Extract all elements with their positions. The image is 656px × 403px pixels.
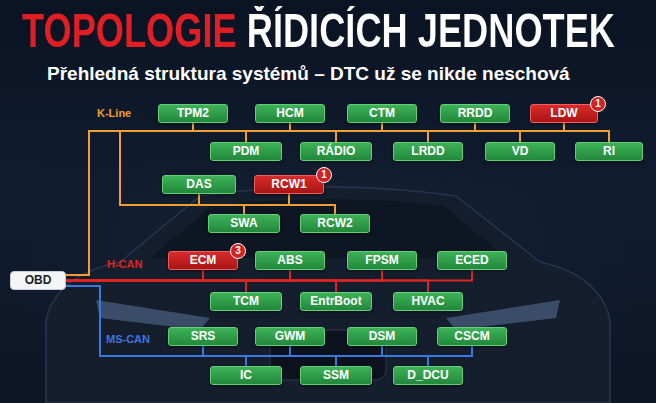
box-label: LDW <box>550 107 577 120</box>
ecu-box: GWM <box>255 327 325 346</box>
box-label: HCM <box>276 107 303 120</box>
box-label: HVAC <box>411 295 444 308</box>
bus-line <box>66 270 382 281</box>
bus-line <box>66 270 203 281</box>
callout-number: 1 <box>316 167 332 183</box>
ecu-box: HVAC <box>393 292 463 311</box>
bus-line <box>66 123 382 275</box>
box-label: RÁDIO <box>317 145 356 158</box>
connector-port-box: OBD <box>10 271 66 290</box>
ecu-box: ABS <box>255 251 325 270</box>
bus-line <box>66 131 336 275</box>
bus-line <box>66 131 335 275</box>
ecu-box: EntrBoot <box>300 292 372 311</box>
box-label: LRDD <box>411 145 444 158</box>
box-label: PDM <box>233 145 260 158</box>
ecu-box: SSM <box>300 366 372 385</box>
box-label: RI <box>603 145 615 158</box>
ecu-box: IC <box>210 366 282 385</box>
diagram-title: TOPOLOGIE ŘÍDICÍCH JEDNOTEK <box>22 6 615 54</box>
ecu-box: PDM <box>210 142 282 161</box>
bus-line <box>66 131 520 275</box>
ecu-box: RÁDIO <box>300 142 372 161</box>
ecu-box: TCM <box>210 292 282 311</box>
ecu-box: RCW2 <box>300 214 370 233</box>
callout-number: 3 <box>230 243 246 259</box>
bus-name: MS-CAN <box>106 333 150 346</box>
box-label: EntrBoot <box>310 295 361 308</box>
bus-line <box>66 286 472 356</box>
bus-name: H-CAN <box>107 258 142 271</box>
ecu-box: CSCM <box>437 327 507 346</box>
callout-number: 1 <box>590 96 606 112</box>
ecu-box: LDW <box>530 104 598 123</box>
ecu-box: RI <box>575 142 643 161</box>
ecu-box: FPSM <box>347 251 417 270</box>
box-label: SRS <box>191 330 216 343</box>
box-label: DSM <box>369 330 396 343</box>
bus-line <box>66 281 428 293</box>
box-label: ECED <box>455 254 488 267</box>
box-label: RRDD <box>458 107 493 120</box>
bus-line <box>66 123 475 275</box>
ecu-box: LRDD <box>393 142 463 161</box>
ecu-box: HCM <box>255 104 325 123</box>
box-label: IC <box>240 369 252 382</box>
bus-name: K-Line <box>97 107 131 120</box>
box-label: SWA <box>230 217 257 230</box>
bus-line <box>66 270 472 281</box>
box-label: ABS <box>277 254 302 267</box>
ecu-box: SRS <box>168 327 238 346</box>
bus-line <box>66 286 336 366</box>
ecu-box: VD <box>485 142 555 161</box>
box-label: VD <box>512 145 529 158</box>
bus-line <box>66 286 382 356</box>
box-label: CTM <box>369 107 395 120</box>
ecu-box: DAS <box>162 175 236 194</box>
box-label: OBD <box>25 274 52 287</box>
ecu-box: D_DCU <box>393 366 463 385</box>
bus-line <box>66 123 564 275</box>
box-label: DAS <box>186 178 211 191</box>
ecu-box: RRDD <box>440 104 510 123</box>
subtitle: Přehledná struktura systémů – DTC už se … <box>47 63 570 86</box>
box-label: RCW1 <box>271 178 306 191</box>
bus-line <box>66 286 428 366</box>
ecu-box: ECM <box>168 251 238 270</box>
box-label: RCW2 <box>317 217 352 230</box>
box-label: FPSM <box>365 254 398 267</box>
bus-line <box>66 131 609 275</box>
ecu-box: RCW1 <box>254 175 324 194</box>
box-label: GWM <box>275 330 306 343</box>
box-label: ECM <box>190 254 217 267</box>
ecu-box: TPM2 <box>158 104 228 123</box>
box-label: TCM <box>233 295 259 308</box>
box-label: CSCM <box>454 330 489 343</box>
ecu-box: CTM <box>347 104 417 123</box>
bus-line <box>66 131 428 275</box>
box-label: D_DCU <box>407 369 448 382</box>
box-label: TPM2 <box>177 107 209 120</box>
ecu-box: ECED <box>437 251 507 270</box>
ecu-box: DSM <box>347 327 417 346</box>
bus-line <box>66 281 336 293</box>
bus-line <box>66 270 290 281</box>
ecu-box: SWA <box>208 214 280 233</box>
box-label: SSM <box>323 369 349 382</box>
